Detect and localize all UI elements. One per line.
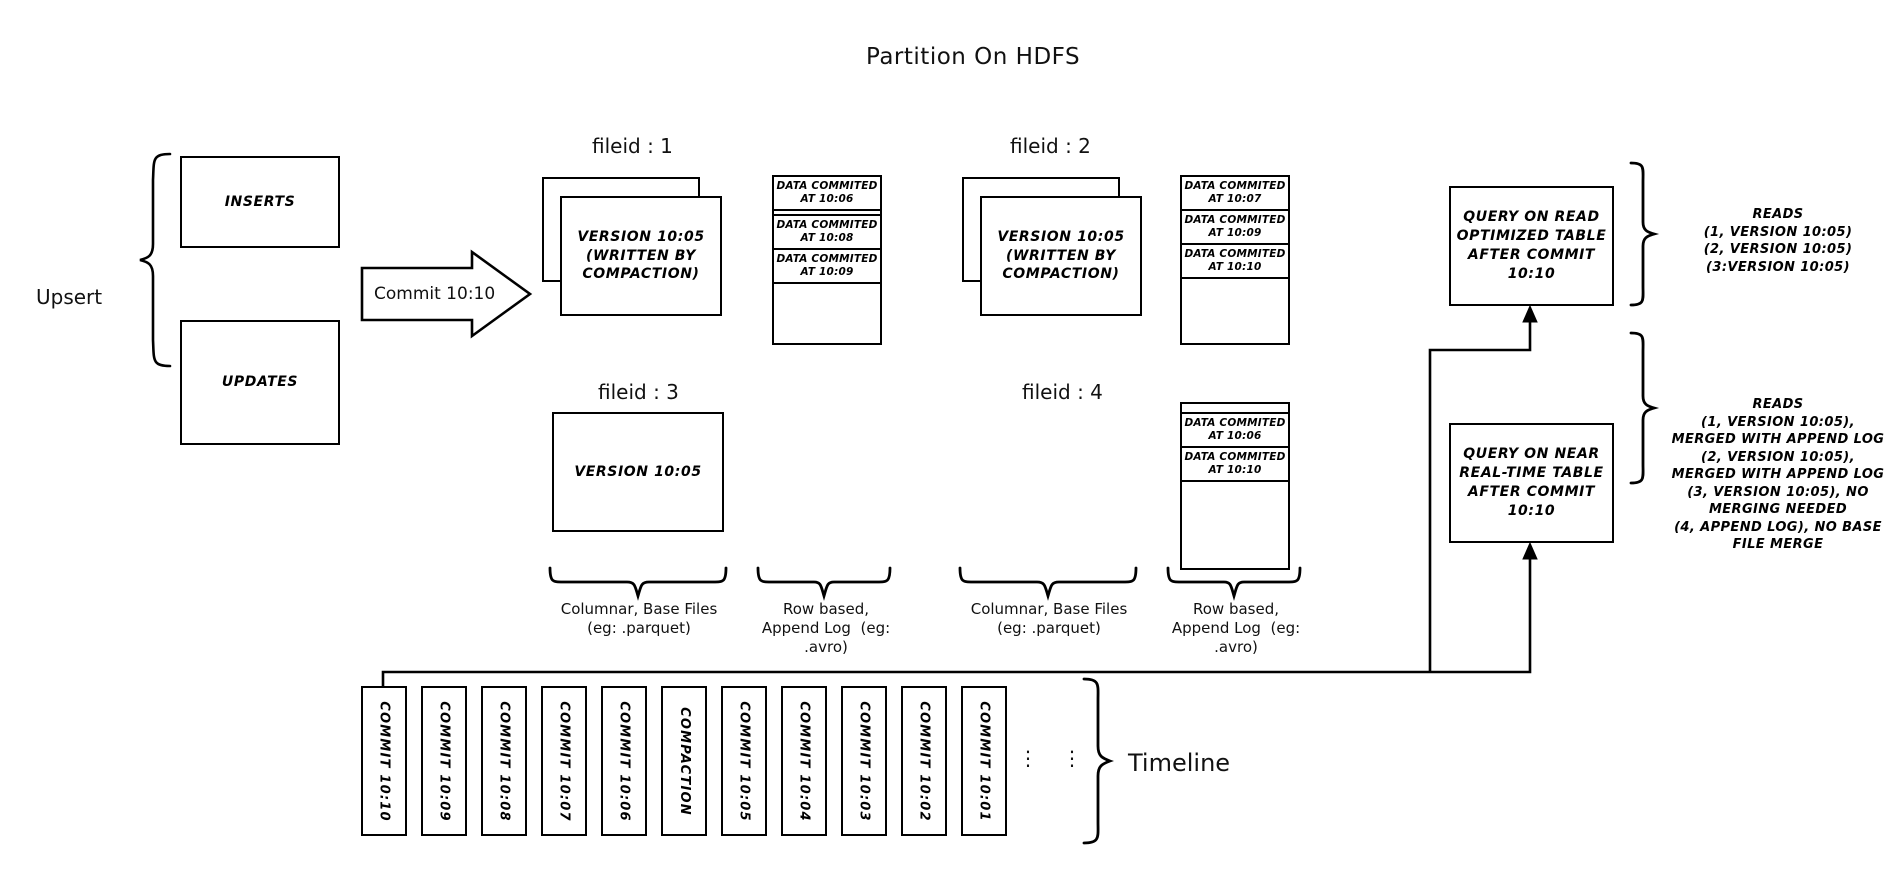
fileid-3-heading: fileid : 3 [598,380,679,404]
query-read-optimized-box: QUERY ON READ OPTIMIZED TABLE AFTER COMM… [1449,186,1614,306]
fileid-4-log-seg-1-label: DATA COMMITED AT 10:06 [1184,417,1286,442]
timeline-item-5[interactable]: COMPACTION [661,686,707,836]
commit-arrow [360,249,533,339]
timeline-item-9-label: COMMIT 10:02 [916,700,932,822]
timeline-item-1[interactable]: COMMIT 10:09 [421,686,467,836]
timeline-item-10[interactable]: COMMIT 10:01 [961,686,1007,836]
query-near-real-time-label: QUERY ON NEAR REAL-TIME TABLE AFTER COMM… [1459,446,1604,519]
columnar-1-caption: Columnar, Base Files (eg: .parquet) [560,600,718,637]
fileid-1-log-seg-1-label: DATA COMMITED AT 10:06 [776,180,878,205]
timeline-item-4-label: COMMIT 10:06 [616,700,632,822]
timeline-item-1-label: COMMIT 10:09 [436,700,452,822]
fileid-3-base-label: VERSION 10:05 [574,463,702,480]
updates-box: UPDATES [180,320,340,445]
timeline-item-8-label: COMMIT 10:03 [856,700,872,822]
reads-near-real-time: READS (1, VERSION 10:05), MERGED WITH AP… [1671,397,1885,553]
timeline-item-2-label: COMMIT 10:08 [496,700,512,822]
timeline-item-6-label: COMMIT 10:05 [736,700,752,822]
fileid-4-heading: fileid : 4 [1022,380,1103,404]
timeline-item-7[interactable]: COMMIT 10:04 [781,686,827,836]
fileid-3-base-box: VERSION 10:05 [552,412,724,532]
timeline-item-8[interactable]: COMMIT 10:03 [841,686,887,836]
page-title: Partition On HDFS [866,44,1081,70]
columnar-2-brace [958,566,1138,601]
fileid-4-log-seg-2-label: DATA COMMITED AT 10:10 [1184,451,1286,476]
commit-arrow-label: Commit 10:10 [374,284,496,304]
timeline-item-3[interactable]: COMMIT 10:07 [541,686,587,836]
rowlog-2-brace [1166,566,1302,601]
fileid-2-heading: fileid : 2 [1010,134,1091,158]
fileid-1-base-front: VERSION 10:05 (WRITTEN BY COMPACTION) [560,196,722,316]
updates-label: UPDATES [221,374,299,391]
reads-read-optimized: READS (1, VERSION 10:05) (2, VERSION 10:… [1703,207,1853,275]
timeline-item-5-label: COMPACTION [676,706,692,816]
timeline-label: Timeline [1128,749,1231,777]
fileid-1-log-seg-3: DATA COMMITED AT 10:09 [772,248,882,284]
timeline-item-9[interactable]: COMMIT 10:02 [901,686,947,836]
fileid-2-base-label: VERSION 10:05 (WRITTEN BY COMPACTION) [997,228,1125,283]
timeline-item-0[interactable]: COMMIT 10:10 [361,686,407,836]
timeline-item-4[interactable]: COMMIT 10:06 [601,686,647,836]
timeline-ellipsis-1: ⋮ [1018,746,1038,770]
fileid-1-log-seg-1: DATA COMMITED AT 10:06 [772,175,882,211]
timeline-brace [1082,677,1114,845]
fileid-1-log-seg-2-label: DATA COMMITED AT 10:08 [776,219,878,244]
rowlog-2-caption: Row based, Append Log (eg: .avro) [1171,600,1301,656]
timeline-item-10-label: COMMIT 10:01 [976,700,992,822]
fileid-1-log-seg-2: DATA COMMITED AT 10:08 [772,214,882,250]
fileid-2-log-seg-3: DATA COMMITED AT 10:10 [1180,243,1290,279]
fileid-1-log-seg-3-label: DATA COMMITED AT 10:09 [776,253,878,278]
fileid-1-heading: fileid : 1 [592,134,673,158]
rowlog-1-caption: Row based, Append Log (eg: .avro) [761,600,891,656]
timeline-item-3-label: COMMIT 10:07 [556,700,572,822]
rowlog-1-brace [756,566,892,601]
timeline-item-7-label: COMMIT 10:04 [796,700,812,822]
upsert-label: Upsert [36,285,103,309]
reads-1-brace [1629,161,1660,307]
query-near-real-time-box: QUERY ON NEAR REAL-TIME TABLE AFTER COMM… [1449,423,1614,543]
reads-2-brace [1629,331,1660,485]
timeline-item-0-label: COMMIT 10:10 [376,700,392,822]
fileid-4-log-seg-2: DATA COMMITED AT 10:10 [1180,446,1290,482]
inserts-box: INSERTS [180,156,340,248]
columnar-2-caption: Columnar, Base Files (eg: .parquet) [970,600,1128,637]
inserts-label: INSERTS [224,193,296,210]
timeline-item-6[interactable]: COMMIT 10:05 [721,686,767,836]
query-read-optimized-label: QUERY ON READ OPTIMIZED TABLE AFTER COMM… [1456,209,1607,282]
columnar-1-brace [548,566,728,601]
timeline-ellipsis-2: ⋮ [1062,746,1082,770]
fileid-2-log-seg-2-label: DATA COMMITED AT 10:09 [1184,214,1286,239]
fileid-2-base-front: VERSION 10:05 (WRITTEN BY COMPACTION) [980,196,1142,316]
fileid-2-log-seg-1-label: DATA COMMITED AT 10:07 [1184,180,1286,205]
upsert-brace [139,152,172,368]
timeline-item-2[interactable]: COMMIT 10:08 [481,686,527,836]
fileid-1-base-label: VERSION 10:05 (WRITTEN BY COMPACTION) [577,228,705,283]
fileid-2-log-seg-2: DATA COMMITED AT 10:09 [1180,209,1290,245]
fileid-2-log-seg-3-label: DATA COMMITED AT 10:10 [1184,248,1286,273]
